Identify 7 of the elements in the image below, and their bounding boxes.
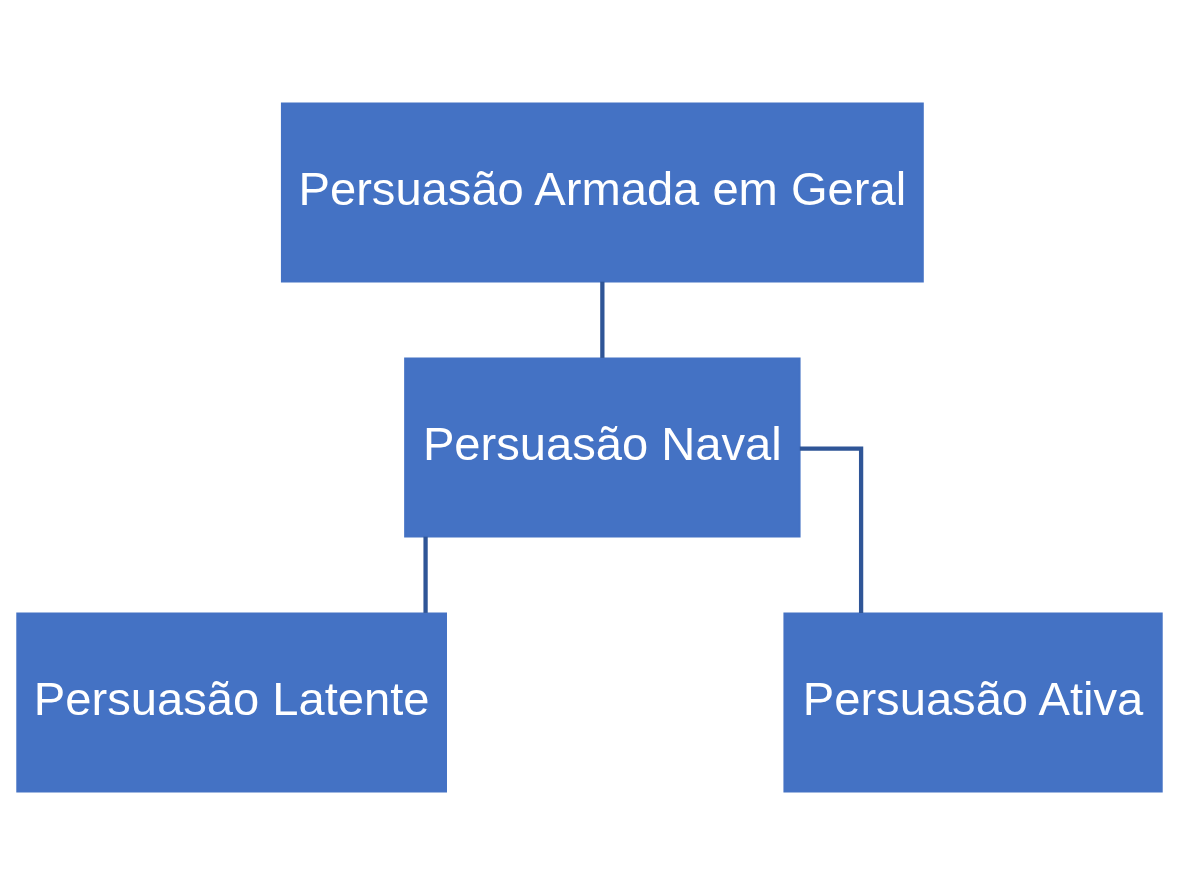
node-box: Persuasão Ativa: [783, 612, 1163, 793]
node-box: Persuasão Naval: [404, 357, 801, 538]
connector: [600, 281, 605, 358]
connector: [423, 536, 428, 613]
node-box: Persuasão Armada em Geral: [280, 102, 924, 283]
node-box: Persuasão Latente: [16, 612, 447, 793]
connector: [799, 446, 864, 613]
